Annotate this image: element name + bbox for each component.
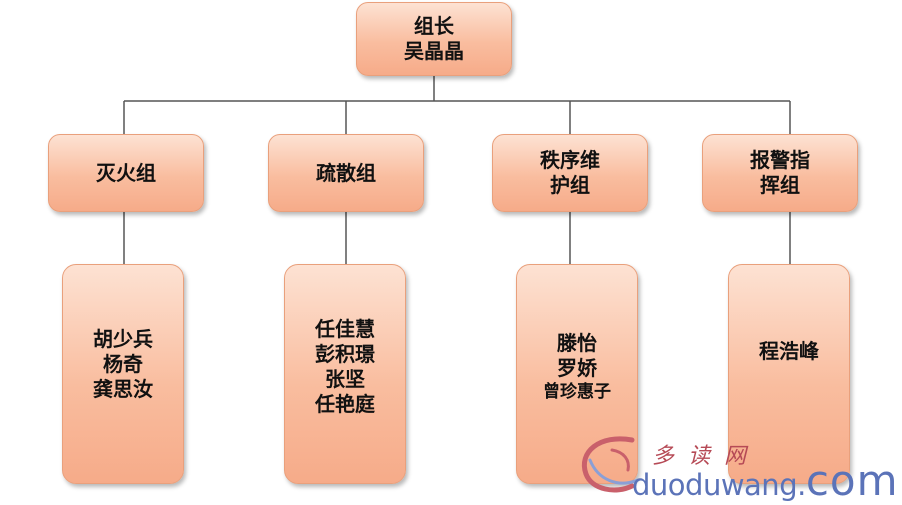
member-name: 程浩峰 [759,339,819,363]
watermark-chinese-text: 多读网 [652,444,761,469]
root-node-team-leader: 组长 吴晶晶 [356,2,512,76]
group-node-fire-fighting: 灭火组 [48,134,204,212]
group-title-line: 疏散组 [316,160,376,185]
member-name: 罗娇 [557,356,597,380]
members-box-alarm-command: 程浩峰 [728,264,850,484]
member-name: 胡少兵 [93,327,153,351]
members-box-order-maintenance: 滕怡 罗娇 曾珍惠子 [516,264,638,484]
group-title-line: 护组 [550,173,590,197]
member-name: 彭积璟 [315,342,375,366]
member-name: 杨奇 [103,352,143,376]
members-box-fire-fighting: 胡少兵 杨奇 龚思汝 [62,264,184,484]
watermark-url: duoduwang.com [632,456,899,505]
group-node-alarm-command: 报警指 挥组 [702,134,858,212]
member-name: 任艳庭 [315,392,375,416]
root-name: 吴晶晶 [404,39,464,63]
group-title-line: 灭火组 [96,160,156,185]
group-node-order-maintenance: 秩序维 护组 [492,134,648,212]
member-name: 滕怡 [557,331,597,355]
member-name: 曾珍惠子 [543,382,611,402]
watermark-logo-icon [581,436,640,493]
member-name: 任佳慧 [315,317,375,341]
group-title-line: 秩序维 [540,148,600,172]
member-name: 龚思汝 [93,377,153,401]
members-box-evacuation: 任佳慧 彭积璟 张坚 任艳庭 [284,264,406,484]
watermark: 多读网 duoduwang.com [572,430,902,505]
root-title: 组长 [414,14,454,38]
watermark-url-tld: com [805,456,899,505]
group-title-line: 报警指 [750,148,810,172]
group-title-line: 挥组 [760,173,800,197]
watermark-url-domain: duoduwang. [632,468,806,502]
group-node-evacuation: 疏散组 [268,134,424,212]
member-name: 张坚 [325,367,365,391]
